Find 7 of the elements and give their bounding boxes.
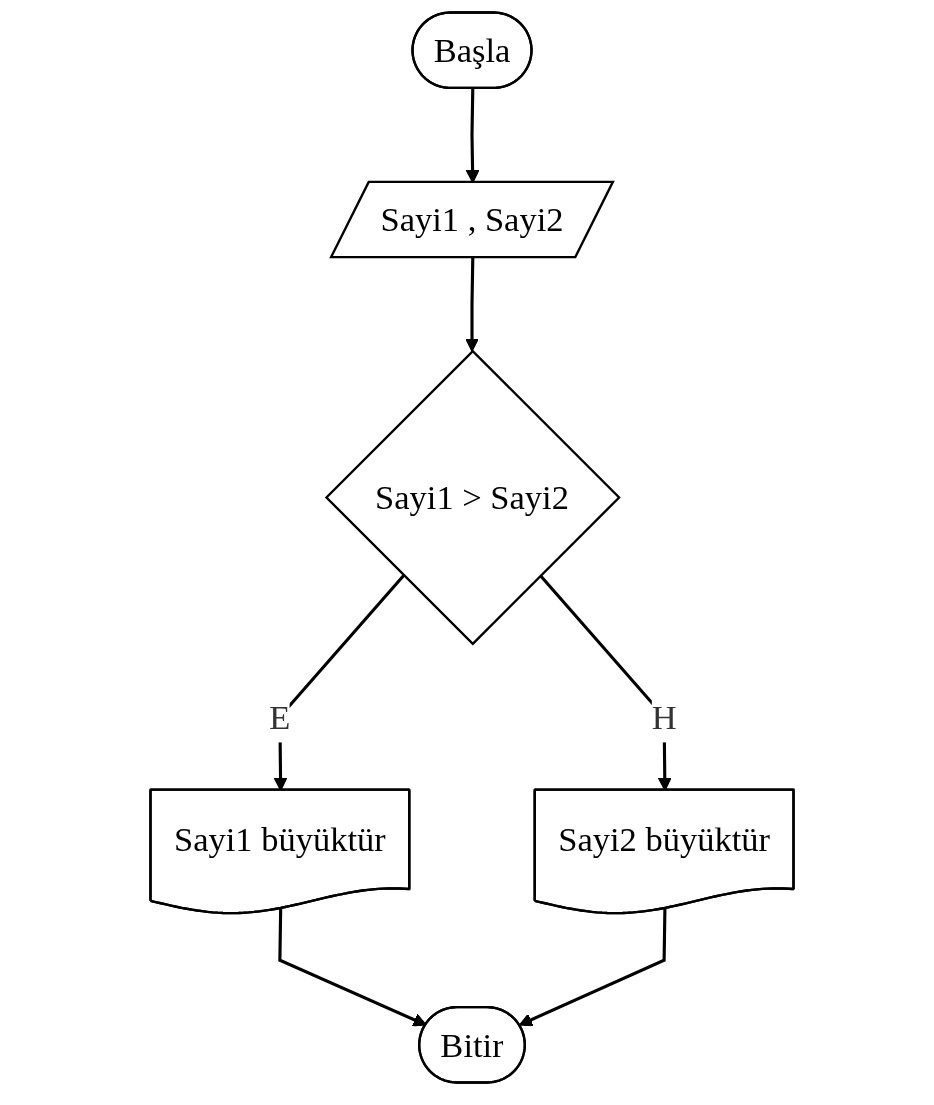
- node-diamond: [324, 349, 621, 646]
- arrow: [278, 908, 427, 1027]
- flowchart: E H Başla Sayi1 , Sayi2 Sayi1 > Sayi2 Sayi1 büyüktür Sayi2 büyüktür Bitir: [20, 0, 924, 1095]
- edge-label: H: [651, 697, 677, 737]
- arrow: [465, 257, 479, 352]
- arrow: [518, 908, 667, 1027]
- edge-label: E: [269, 697, 291, 737]
